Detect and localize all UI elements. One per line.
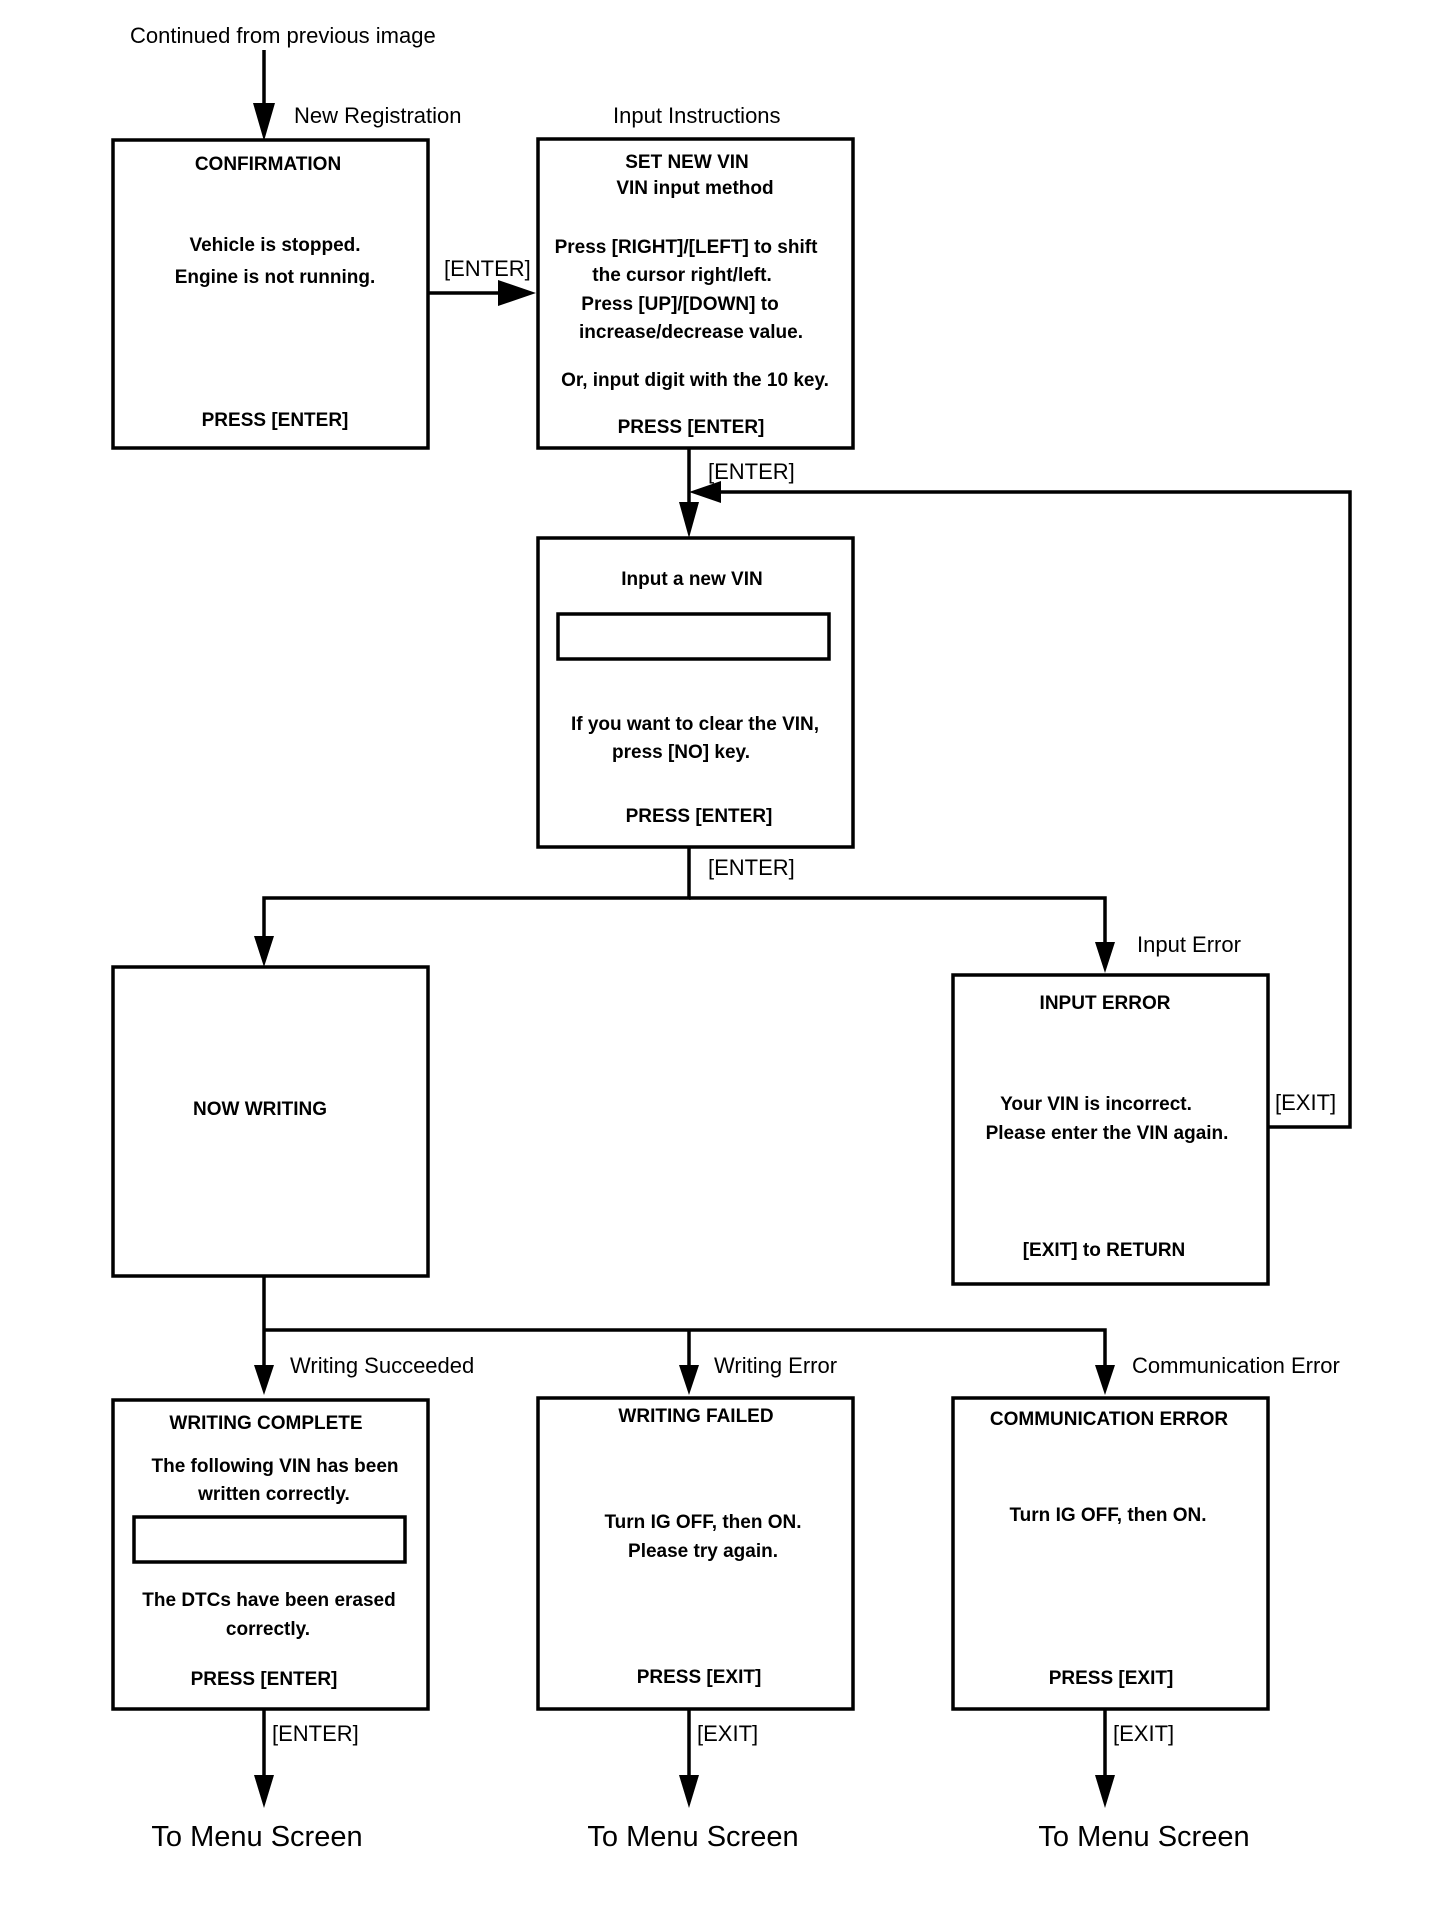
arrow-head-failed [679, 1365, 699, 1395]
confirmation-box: CONFIRMATION Vehicle is stopped. Engine … [111, 138, 430, 450]
set-new-vin-line-2: the cursor right/left. [592, 265, 771, 286]
writing-error-label: Writing Error [714, 1353, 837, 1378]
input-error-line-1: Your VIN is incorrect. [1000, 1094, 1192, 1115]
confirmation-title: CONFIRMATION [195, 154, 341, 175]
writing-failed-line-1: Turn IG OFF, then ON. [604, 1512, 801, 1533]
now-writing-box: NOW WRITING [111, 965, 430, 1278]
arrow-head-confirmation [253, 103, 275, 141]
writing-failed-box: WRITING FAILED Turn IG OFF, then ON. Ple… [536, 1396, 855, 1711]
to-menu-screen-3: To Menu Screen [1038, 1821, 1249, 1853]
communication-error-label: Communication Error [1132, 1353, 1340, 1378]
writing-complete-title: WRITING COMPLETE [169, 1413, 362, 1434]
input-vin-line-2: press [NO] key. [612, 742, 750, 763]
continued-label: Continued from previous image [130, 23, 436, 48]
enter-label-3: [ENTER] [708, 855, 795, 880]
writing-succeeded-label: Writing Succeeded [290, 1353, 474, 1378]
set-new-vin-footer: PRESS [ENTER] [618, 417, 765, 438]
input-vin-box: Input a new VIN If you want to clear the… [536, 536, 855, 849]
arrow-inputvin-to-inputerror [689, 896, 1107, 945]
arrow-head-commerror [1095, 1365, 1115, 1395]
arrow-head-nowwriting [254, 936, 274, 967]
writing-complete-line-1: The following VIN has been [151, 1456, 398, 1477]
writing-complete-box: WRITING COMPLETE The following VIN has b… [111, 1398, 430, 1711]
arrow-head-inputerror [1095, 942, 1115, 973]
communication-error-box: COMMUNICATION ERROR Turn IG OFF, then ON… [951, 1396, 1270, 1711]
exit-label-loop: [EXIT] [1275, 1090, 1336, 1115]
set-new-vin-title: SET NEW VIN [625, 152, 749, 173]
set-new-vin-line-5: Or, input digit with the 10 key. [561, 370, 829, 391]
writing-complete-line-2: written correctly. [197, 1484, 350, 1505]
set-new-vin-line-3: Press [UP]/[DOWN] to [581, 294, 778, 315]
input-error-footer: [EXIT] to RETURN [1023, 1240, 1186, 1261]
writing-failed-title: WRITING FAILED [618, 1406, 773, 1427]
arrow-head-menu-3 [1095, 1775, 1115, 1808]
vin-input-field [556, 612, 831, 661]
set-new-vin-line-4: increase/decrease value. [579, 322, 803, 343]
enter-label-1: [ENTER] [444, 256, 531, 281]
communication-error-title: COMMUNICATION ERROR [990, 1409, 1228, 1430]
input-vin-footer: PRESS [ENTER] [626, 806, 773, 827]
new-registration-label: New Registration [294, 103, 462, 128]
communication-error-footer: PRESS [EXIT] [1049, 1668, 1174, 1689]
input-vin-title: Input a new VIN [621, 569, 762, 590]
enter-label-bottom: [ENTER] [272, 1721, 359, 1746]
enter-label-2: [ENTER] [708, 459, 795, 484]
input-instructions-label: Input Instructions [613, 103, 781, 128]
arrow-inputvin-to-nowwriting [262, 847, 691, 940]
branch-bus-line [264, 1328, 1107, 1368]
set-new-vin-line-1: Press [RIGHT]/[LEFT] to shift [555, 237, 819, 258]
arrow-head-inputvin [679, 502, 699, 538]
arrow-head-menu-2 [679, 1775, 699, 1808]
set-new-vin-box: SET NEW VIN VIN input method Press [RIGH… [536, 137, 855, 450]
confirmation-line-2: Engine is not running. [175, 267, 376, 288]
arrow-inputerror-loopback [716, 490, 1352, 1129]
exit-label-bottom-2: [EXIT] [1113, 1721, 1174, 1746]
writing-failed-line-2: Please try again. [628, 1541, 778, 1562]
confirmation-footer: PRESS [ENTER] [202, 410, 349, 431]
input-vin-line-1: If you want to clear the VIN, [571, 714, 819, 735]
writing-failed-footer: PRESS [EXIT] [637, 1667, 762, 1688]
writing-complete-line-3: The DTCs have been erased [142, 1590, 395, 1611]
exit-label-bottom-1: [EXIT] [697, 1721, 758, 1746]
communication-error-line-1: Turn IG OFF, then ON. [1009, 1505, 1206, 1526]
arrow-head-setvin [498, 280, 536, 306]
writing-complete-line-4: correctly. [226, 1619, 310, 1640]
input-error-branch-label: Input Error [1137, 932, 1241, 957]
input-error-box: INPUT ERROR Your VIN is incorrect. Pleas… [951, 973, 1270, 1286]
confirmation-line-1: Vehicle is stopped. [189, 235, 360, 256]
vin-display-field [132, 1515, 407, 1564]
writing-complete-footer: PRESS [ENTER] [191, 1669, 338, 1690]
arrow-head-loopback [689, 481, 721, 503]
set-new-vin-subtitle: VIN input method [616, 178, 773, 199]
now-writing-title: NOW WRITING [193, 1099, 327, 1120]
arrow-head-menu-1 [254, 1775, 274, 1808]
to-menu-screen-2: To Menu Screen [587, 1821, 798, 1853]
input-error-line-2: Please enter the VIN again. [986, 1123, 1229, 1144]
to-menu-screen-1: To Menu Screen [151, 1821, 362, 1853]
input-error-title: INPUT ERROR [1040, 993, 1171, 1014]
arrow-head-complete [254, 1365, 274, 1395]
